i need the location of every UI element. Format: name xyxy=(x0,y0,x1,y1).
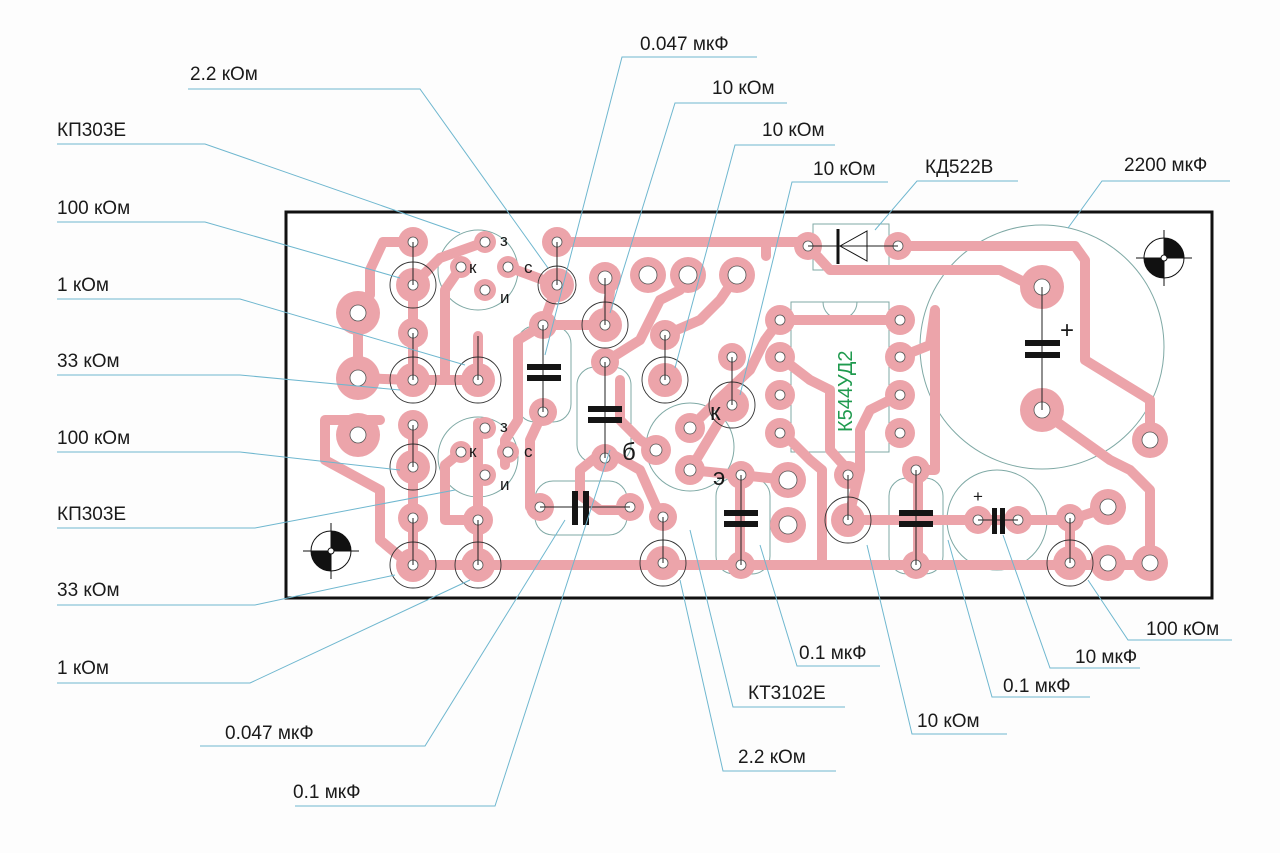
pad-hole xyxy=(894,427,906,439)
labels-top: 0.047 мкФ 10 кОм 10 кОм 10 кОм КД522В 22… xyxy=(640,34,1207,180)
c5-plus-mark: + xyxy=(973,487,983,506)
pad-hole xyxy=(1141,554,1159,572)
ic-outline xyxy=(790,301,890,453)
label-q3: КТ3102Е xyxy=(748,683,826,704)
capacitor-symbols xyxy=(527,340,1060,534)
label-c2: 0.1 мкФ xyxy=(293,782,361,803)
label-c3: 0.047 мкФ xyxy=(640,34,729,55)
q3-collector-mark: к xyxy=(710,399,721,426)
c3-plate-b xyxy=(527,375,561,381)
q3-emitter-mark: э xyxy=(713,464,725,491)
c1-plate-a xyxy=(572,491,578,525)
q3-base-mark: б xyxy=(622,439,636,466)
label-c7: 0.1 мкФ xyxy=(799,643,867,664)
label-r9: 10 кОм xyxy=(762,120,825,141)
c6-plate-b xyxy=(724,521,758,527)
pad-hole xyxy=(778,470,798,490)
pad-hole xyxy=(774,351,786,363)
pad-hole xyxy=(479,236,491,248)
q2-gate-mark: з xyxy=(500,417,508,436)
label-c1: 0.047 мкФ xyxy=(225,723,314,744)
pad-hole xyxy=(479,422,491,434)
c3-plate-a xyxy=(527,364,561,370)
label-r10: 10 кОм xyxy=(813,159,876,180)
c5-plate-a xyxy=(992,508,997,534)
label-c5: 10 мкФ xyxy=(1075,647,1137,668)
leader-lines xyxy=(57,56,1232,807)
label-r3: 1 кОм xyxy=(57,275,109,296)
q1-gate-mark: з xyxy=(500,231,508,250)
pad-hole xyxy=(479,469,491,481)
q1-case-mark: к xyxy=(469,258,477,277)
pad-hole xyxy=(349,426,367,444)
label-c4: 2200 мкФ xyxy=(1124,155,1207,176)
pad-hole xyxy=(649,443,663,457)
pad-hole xyxy=(894,351,906,363)
label-q1: КП303Е xyxy=(57,120,126,141)
pad-hole xyxy=(727,265,747,285)
q1-source-mark: и xyxy=(500,288,510,307)
pad-hole xyxy=(638,265,658,285)
pad-hole xyxy=(502,446,514,458)
label-c6: 0.1 мкФ xyxy=(1003,676,1071,697)
label-r6: 33 кОм xyxy=(57,580,120,601)
c4-plus-mark: + xyxy=(1060,317,1074,344)
label-r8: 10 кОм xyxy=(712,78,775,99)
pad-hole xyxy=(774,389,786,401)
pad-hole xyxy=(894,389,906,401)
label-d1: КД522В xyxy=(925,157,993,178)
fiducial-bottom-left-icon xyxy=(303,523,359,579)
q1-drain-mark: с xyxy=(524,258,533,277)
pad-hole xyxy=(1099,498,1117,516)
c5-plate-b xyxy=(1000,508,1005,534)
label-r2: 100 кОм xyxy=(57,198,130,219)
label-r5: 100 кОм xyxy=(57,428,130,449)
c6-plate-a xyxy=(724,510,758,516)
label-r4: 33 кОм xyxy=(57,351,120,372)
label-r1: 2.2 кОм xyxy=(190,64,258,85)
labels-left: 2.2 кОм КП303Е 100 кОм 1 кОм 33 кОм 100 … xyxy=(57,64,361,803)
c4-plate-a xyxy=(1025,340,1060,346)
pad-hole xyxy=(894,314,906,326)
diode-icon xyxy=(836,229,868,264)
label-r13: 2.2 кОм xyxy=(738,747,806,768)
pad-hole xyxy=(349,304,367,322)
pad-hole xyxy=(455,261,467,273)
pad-hole xyxy=(1141,431,1159,449)
c7-plate-a xyxy=(899,510,933,516)
label-q2: КП303Е xyxy=(57,504,126,525)
q2-source-mark: и xyxy=(500,475,510,494)
c2-plate-b xyxy=(588,417,622,423)
c7-plate-b xyxy=(899,521,933,527)
c4-plate-b xyxy=(1025,352,1060,358)
ic-label: К544УД2 xyxy=(835,351,857,433)
fiducial-top-right-icon xyxy=(1136,230,1192,286)
pin-marks: з к с и з к с и б к э + + xyxy=(469,231,1074,506)
pad-hole xyxy=(1099,554,1117,572)
pad-hole xyxy=(678,265,698,285)
pad-hole xyxy=(778,515,798,535)
labels-bottom: 100 кОм 10 мкФ 0.1 мкФ 0.1 мкФ КТ3102Е 1… xyxy=(738,619,1219,768)
pad-hole xyxy=(683,421,697,435)
pad-hole xyxy=(774,427,786,439)
pad-hole xyxy=(479,284,491,296)
label-r7: 1 кОм xyxy=(57,658,109,679)
pad-hole xyxy=(349,369,367,387)
pad-hole xyxy=(774,314,786,326)
pad-hole xyxy=(683,463,697,477)
q2-case-mark: к xyxy=(469,442,477,461)
c1-plate-b xyxy=(583,491,589,525)
label-r12: 10 кОм xyxy=(917,711,980,732)
label-r11: 100 кОм xyxy=(1146,619,1219,640)
q2-drain-mark: с xyxy=(524,442,533,461)
c2-plate-a xyxy=(588,406,622,412)
pad-hole xyxy=(502,261,514,273)
pad-hole xyxy=(455,446,467,458)
